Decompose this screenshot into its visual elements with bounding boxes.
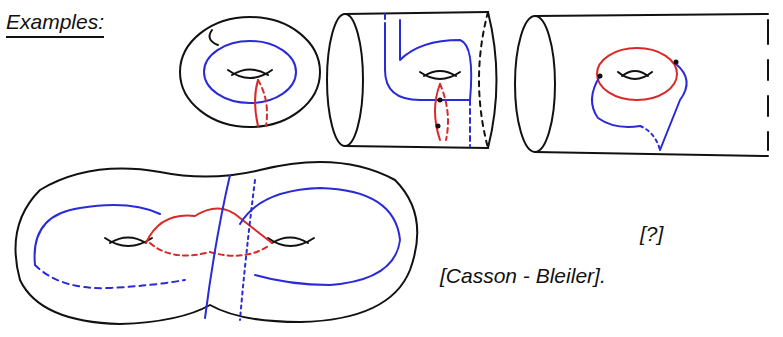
tube-with-handle xyxy=(327,12,497,148)
citation-label: [?] xyxy=(640,222,663,246)
torus xyxy=(180,17,320,127)
genus-two-surface xyxy=(16,162,418,324)
citation-label: [Casson - Bleiler]. xyxy=(440,264,606,288)
heading-label: Examples: xyxy=(6,10,104,38)
tube-with-handle xyxy=(515,14,768,156)
